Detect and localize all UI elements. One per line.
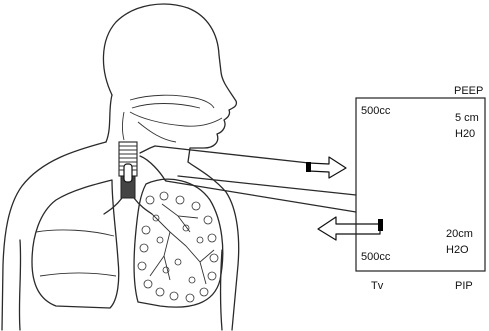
inspiratory-arrow: [306, 157, 346, 178]
left-lung-illustration: [32, 180, 119, 308]
pip-value-line2: H2O: [446, 244, 469, 256]
peep-label: PEEP: [454, 85, 483, 97]
right-lung-illustration: [134, 179, 223, 307]
trachea-illustration: [104, 142, 152, 214]
peep-value-line2: H20: [455, 128, 475, 140]
pip-label: PIP: [455, 280, 473, 292]
pip-value-line1: 20cm: [446, 228, 473, 240]
expiratory-arrow: [318, 217, 383, 240]
tv-label: Tv: [371, 280, 384, 292]
peep-value-line1: 5 cm: [455, 112, 479, 124]
tv-bottom-value: 500cc: [361, 251, 391, 263]
airway-illustration: [123, 95, 223, 142]
tv-top-value: 500cc: [361, 105, 391, 117]
